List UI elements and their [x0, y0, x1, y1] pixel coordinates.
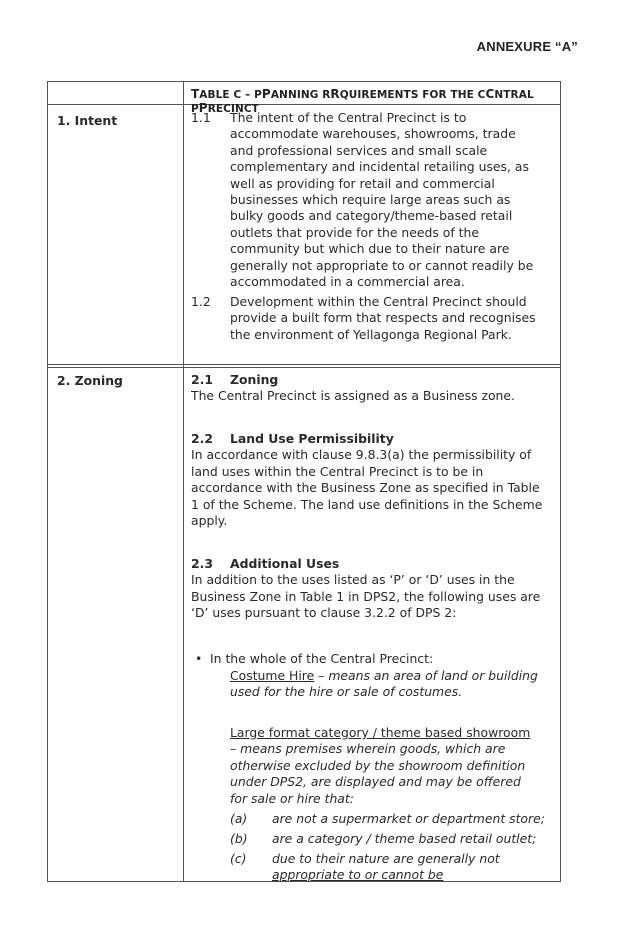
defined-term: Large format category / theme based show… [230, 725, 531, 740]
list-tag: (b) [230, 831, 248, 846]
row-label-intent: 1. Intent [57, 113, 118, 128]
bullet-text: In the whole of the Central Precinct: [210, 651, 434, 666]
definition-costume-hire: Costume Hire – means an area of land or … [230, 668, 538, 700]
row-divider [48, 367, 560, 368]
defined-term: Costume Hire [230, 668, 315, 683]
list-tag: (c) [230, 851, 247, 866]
list-item: are a category / theme based retail outl… [272, 831, 537, 846]
row-divider [48, 104, 560, 105]
annexure-label: ANNEXURE “A” [476, 39, 578, 54]
clause-number: 1.2 [191, 294, 211, 309]
list-item: are not a supermarket or department stor… [272, 811, 545, 826]
bullet-mark: • [195, 651, 203, 666]
column-divider [183, 82, 184, 881]
row-label-zoning: 2. Zoning [57, 373, 123, 388]
clause-text-1-1: The intent of the Central Precinct is to… [230, 110, 534, 290]
clause-number: 1.1 [191, 110, 211, 125]
list-tag: (a) [230, 811, 248, 826]
table-title: TABLE C – PPANNING RRQUIREMENTS FOR THE … [191, 87, 534, 115]
planning-requirements-table: TABLE C – PPANNING RRQUIREMENTS FOR THE … [47, 81, 561, 882]
definition-large-format-showroom: Large format category / theme based show… [230, 725, 555, 807]
row-divider [48, 364, 560, 365]
clause-text-1-2: Development within the Central Precinct … [230, 294, 536, 342]
list-item: due to their nature are generally not ap… [272, 851, 500, 883]
